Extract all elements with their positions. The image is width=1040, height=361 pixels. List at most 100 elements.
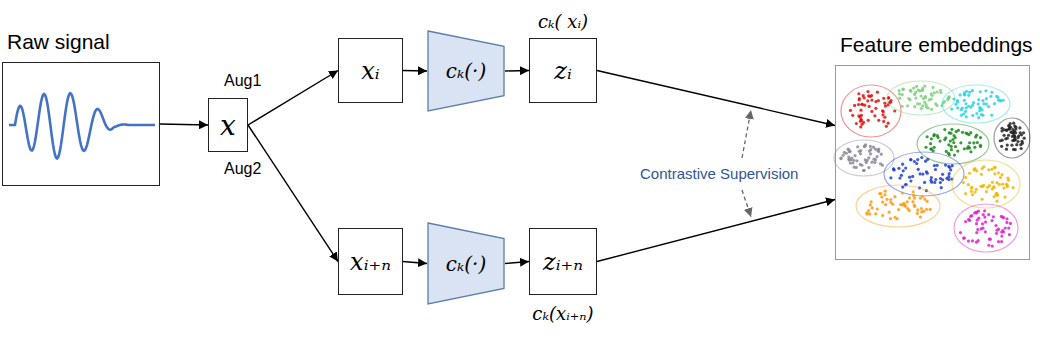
embedding-point (951, 138, 954, 141)
encoder-shape (428, 223, 504, 304)
embedding-point (963, 236, 966, 239)
embedding-point (997, 99, 1000, 102)
embedding-point (1003, 195, 1006, 198)
node-label: zᵢ₊ₙ (543, 248, 583, 276)
embedding-point (930, 94, 933, 97)
embedding-point (884, 190, 887, 193)
embedding-point (863, 169, 866, 172)
embedding-point (1011, 128, 1014, 131)
embedding-point (917, 88, 920, 91)
embedding-point (971, 193, 974, 196)
embedding-point (952, 97, 955, 100)
embedding-point (929, 208, 932, 211)
embedding-point (930, 176, 933, 179)
embedding-point (925, 208, 928, 211)
node-label: zᵢ (554, 57, 571, 85)
embedding-point (842, 154, 845, 157)
embedding-point (969, 150, 972, 153)
cluster-outline (952, 160, 1020, 208)
embedding-point (995, 181, 998, 184)
embedding-point (862, 121, 865, 124)
embedding-point (967, 183, 970, 186)
embedding-point (970, 190, 973, 193)
embedding-point (947, 143, 950, 146)
embedding-point (973, 146, 976, 149)
embedding-point (881, 200, 884, 203)
embedding-point (875, 155, 878, 158)
embedding-point (901, 163, 904, 166)
embedding-point (933, 91, 936, 94)
embedding-point (888, 211, 891, 214)
embedding-point (990, 114, 993, 117)
embedding-point (892, 167, 895, 170)
embedding-point (965, 106, 968, 109)
embedding-point (871, 206, 874, 209)
embedding-point (897, 167, 900, 170)
embedding-point (954, 145, 957, 148)
embedding-point (909, 89, 912, 92)
embedding-point (898, 97, 901, 100)
scatter-illustration (836, 66, 1029, 259)
embedding-point (1001, 127, 1004, 130)
embedding-point (1008, 125, 1011, 128)
embedding-point (977, 217, 980, 220)
embedding-point (893, 195, 896, 198)
flow-arrow (248, 71, 338, 126)
embedding-point (982, 165, 985, 168)
embedding-point (1022, 131, 1025, 134)
embedding-point (968, 91, 971, 94)
embedding-point (847, 148, 850, 151)
embedding-point (970, 187, 973, 190)
embedding-point (964, 220, 967, 223)
embedding-point (906, 200, 909, 203)
embedding-point (915, 85, 918, 88)
embedding-point (866, 212, 869, 215)
embedding-point (977, 210, 980, 213)
embedding-point (939, 177, 942, 180)
flow-arrow (403, 70, 427, 72)
node-heading: cₖ( xᵢ) (538, 11, 588, 32)
embedding-point (967, 133, 970, 136)
embedding-point (950, 148, 953, 151)
embedding-point (951, 164, 954, 167)
embedding-point (867, 166, 870, 169)
embedding-point (848, 158, 851, 161)
embedding-point (917, 168, 920, 171)
embedding-point (906, 207, 909, 210)
embedding-point (1008, 233, 1011, 236)
edge-label: Aug2 (222, 160, 263, 178)
embedding-point (965, 90, 968, 93)
embedding-point (936, 90, 939, 93)
embedding-point (963, 99, 966, 102)
embedding-point (996, 193, 999, 196)
embedding-point (962, 112, 965, 115)
embedding-point (977, 102, 980, 105)
embedding-point (926, 172, 929, 175)
embedding-point (947, 96, 950, 99)
embedding-point (901, 185, 904, 188)
embedding-point (863, 145, 866, 148)
embedding-point (999, 139, 1002, 142)
embedding-point (982, 213, 985, 216)
embedding-point (923, 101, 926, 104)
waveform (9, 93, 155, 158)
embedding-point (920, 207, 923, 210)
embedding-point (874, 107, 877, 110)
embedding-point (922, 97, 925, 100)
embedding-point (1012, 186, 1015, 189)
embedding-point (967, 94, 970, 97)
embedding-point (921, 173, 924, 176)
embedding-point (968, 141, 971, 144)
embedding-point (950, 128, 953, 131)
embedding-point (1012, 122, 1015, 125)
embedding-point (1000, 173, 1003, 176)
flow-arrow (403, 262, 427, 264)
embedding-point (909, 90, 912, 93)
embedding-point (1000, 230, 1003, 233)
embedding-point (902, 87, 905, 90)
input-box: x (208, 98, 248, 152)
node-label: cₖ(·) (446, 252, 486, 276)
embedding-point (987, 213, 990, 216)
embedding-point (980, 113, 983, 116)
embedding-point (916, 158, 919, 161)
